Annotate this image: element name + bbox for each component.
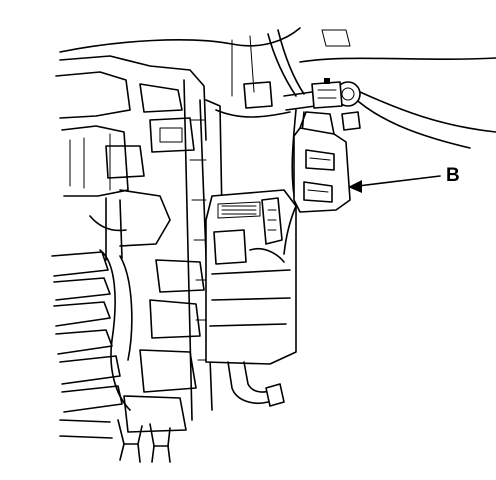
callout-label-b: B [446,165,460,186]
outlet-pipe [227,361,285,407]
bracket-b [283,111,351,255]
engine-block-left [55,55,207,261]
body-contour-lines [59,27,496,149]
bottom-fasteners [59,419,171,463]
connector-cap-assembly [311,78,361,131]
hose-bundle-lower-left [51,249,133,413]
callout-arrow [348,175,441,193]
relay-box-housing [205,189,297,365]
